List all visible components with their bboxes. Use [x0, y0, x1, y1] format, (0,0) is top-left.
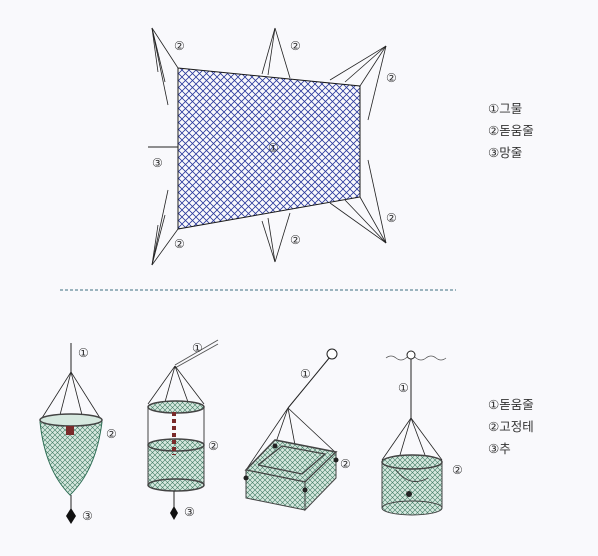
box-net: ① ② — [243, 348, 351, 512]
round-net: ① ② — [381, 350, 463, 516]
buoy-marker: ② — [386, 211, 397, 225]
legend-item: ①그물 — [488, 101, 523, 116]
bag-net-rope-marker: ① — [78, 346, 89, 360]
bag-net-frame-marker: ② — [106, 427, 117, 441]
net-marker: ① — [268, 141, 279, 155]
buoy-marker: ② — [290, 233, 301, 247]
buoy-marker: ② — [174, 237, 185, 251]
top-legend: ①그물 ②돋움줄 ③망줄 — [488, 98, 534, 164]
buoy-marker: ② — [290, 39, 301, 53]
buoy-marker: ② — [386, 71, 397, 85]
cylinder-net-frame-marker: ② — [208, 439, 219, 453]
lift-ropes — [151, 27, 387, 266]
box-net-frame-marker: ② — [340, 457, 351, 471]
box-net-rope-marker: ① — [300, 367, 311, 381]
buoy-marker: ② — [174, 39, 185, 53]
legend-item: ①돋움줄 — [488, 397, 534, 412]
cylinder-net-rope-marker: ① — [192, 341, 203, 355]
bag-net: ① ② ③ — [39, 343, 117, 524]
top-net-diagram: ① ③ ② ② ② ② ② ② — [148, 27, 397, 266]
bottom-legend: ①돋움줄 ②고정테 ③추 — [488, 394, 534, 460]
bag-net-weight-marker: ③ — [82, 509, 93, 523]
legend-item: ③망줄 — [488, 145, 523, 160]
legend-item: ②고정테 — [488, 419, 534, 434]
water-surface — [385, 355, 447, 361]
legend-item: ②돋움줄 — [488, 123, 534, 138]
cylinder-net: ① ② ③ — [147, 339, 219, 520]
round-net-frame-marker: ② — [452, 463, 463, 477]
cylinder-net-weight-marker: ③ — [184, 505, 195, 519]
legend-item: ③추 — [488, 441, 511, 456]
main-line-marker: ③ — [152, 156, 163, 170]
round-net-rope-marker: ① — [398, 381, 409, 395]
